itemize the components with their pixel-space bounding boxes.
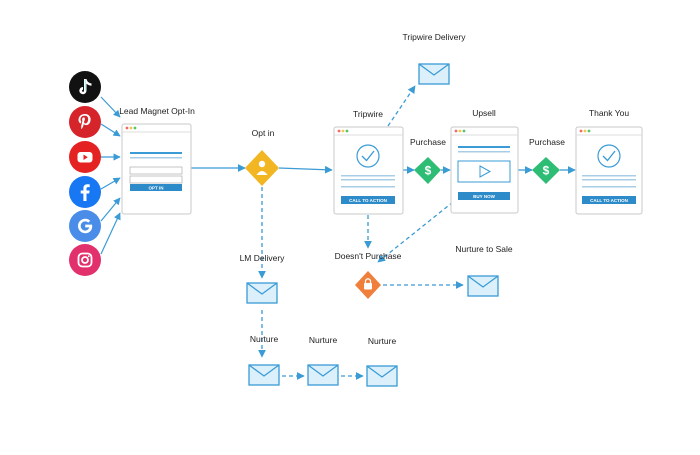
upsell-page: BUY NOW — [450, 126, 519, 214]
dollar-icon: $ — [425, 164, 432, 178]
lead-magnet-label: Lead Magnet Opt-In — [119, 106, 195, 116]
tripwire-page: CALL TO ACTION — [333, 126, 404, 215]
source-arrows — [100, 96, 121, 255]
email-icon-nurture-3 — [366, 365, 398, 387]
email-icon-nurture-to-sale — [467, 275, 499, 297]
opt-in-diamond — [245, 150, 279, 186]
arrow-optin-to-tripwire — [278, 165, 333, 174]
thank-you-page: CALL TO ACTION — [575, 126, 643, 215]
main-flow-arrows — [191, 164, 576, 174]
arrow-upsell-to-nurture — [377, 201, 454, 263]
doesnt-purchase-label: Doesn't Purchase — [334, 251, 402, 261]
email-icon-tripwire-delivery — [418, 63, 450, 85]
instagram-icon — [69, 244, 101, 276]
arrow-instagram — [100, 212, 121, 255]
nurture-label-2: Nurture — [308, 335, 338, 345]
user-icon — [258, 160, 266, 168]
tripwire-button: CALL TO ACTION — [349, 198, 387, 203]
video-placeholder — [457, 160, 511, 183]
purchase-label-1: Purchase — [410, 137, 446, 147]
email-icon-lm-delivery — [246, 282, 278, 304]
dashed-arrows — [258, 85, 464, 380]
lock-icon — [364, 283, 372, 290]
play-icon — [479, 165, 492, 178]
purchase-diamond-2: $ — [532, 157, 560, 184]
lead-magnet-button: OPT IN — [148, 186, 163, 191]
youtube-icon — [69, 141, 101, 173]
tripwire-delivery-label: Tripwire Delivery — [402, 32, 466, 42]
opt-in-label: Opt in — [251, 128, 275, 138]
lead-magnet-page: OPT IN — [121, 123, 192, 215]
check-icon — [356, 144, 380, 168]
purchase-diamond-1: $ — [414, 157, 441, 184]
doesnt-purchase-diamond — [355, 271, 381, 299]
nurture-label-3: Nurture — [367, 336, 397, 346]
google-icon — [69, 210, 101, 242]
arrow-facebook — [100, 177, 121, 190]
lm-delivery-label: LM Delivery — [239, 253, 285, 263]
nurture-to-sale-label: Nurture to Sale — [455, 244, 513, 254]
check-icon — [597, 144, 621, 168]
email-icon-nurture-2 — [307, 364, 339, 386]
tripwire-label: Tripwire — [353, 109, 383, 119]
thank-you-button: CALL TO ACTION — [590, 198, 628, 203]
upsell-button: BUY NOW — [473, 194, 495, 199]
pinterest-icon — [69, 106, 101, 138]
email-icon-nurture-1 — [248, 364, 280, 386]
upsell-label: Upsell — [472, 108, 496, 118]
arrow-tripwire-to-delivery — [387, 85, 416, 127]
facebook-icon — [69, 176, 101, 208]
arrow-google — [100, 197, 121, 222]
arrow-pinterest — [100, 123, 121, 137]
nurture-label-1: Nurture — [249, 334, 279, 344]
dollar-icon: $ — [543, 164, 550, 178]
purchase-label-2: Purchase — [529, 137, 565, 147]
tiktok-icon — [69, 71, 101, 103]
arrow-tiktok — [100, 96, 121, 118]
thank-you-label: Thank You — [588, 108, 630, 118]
